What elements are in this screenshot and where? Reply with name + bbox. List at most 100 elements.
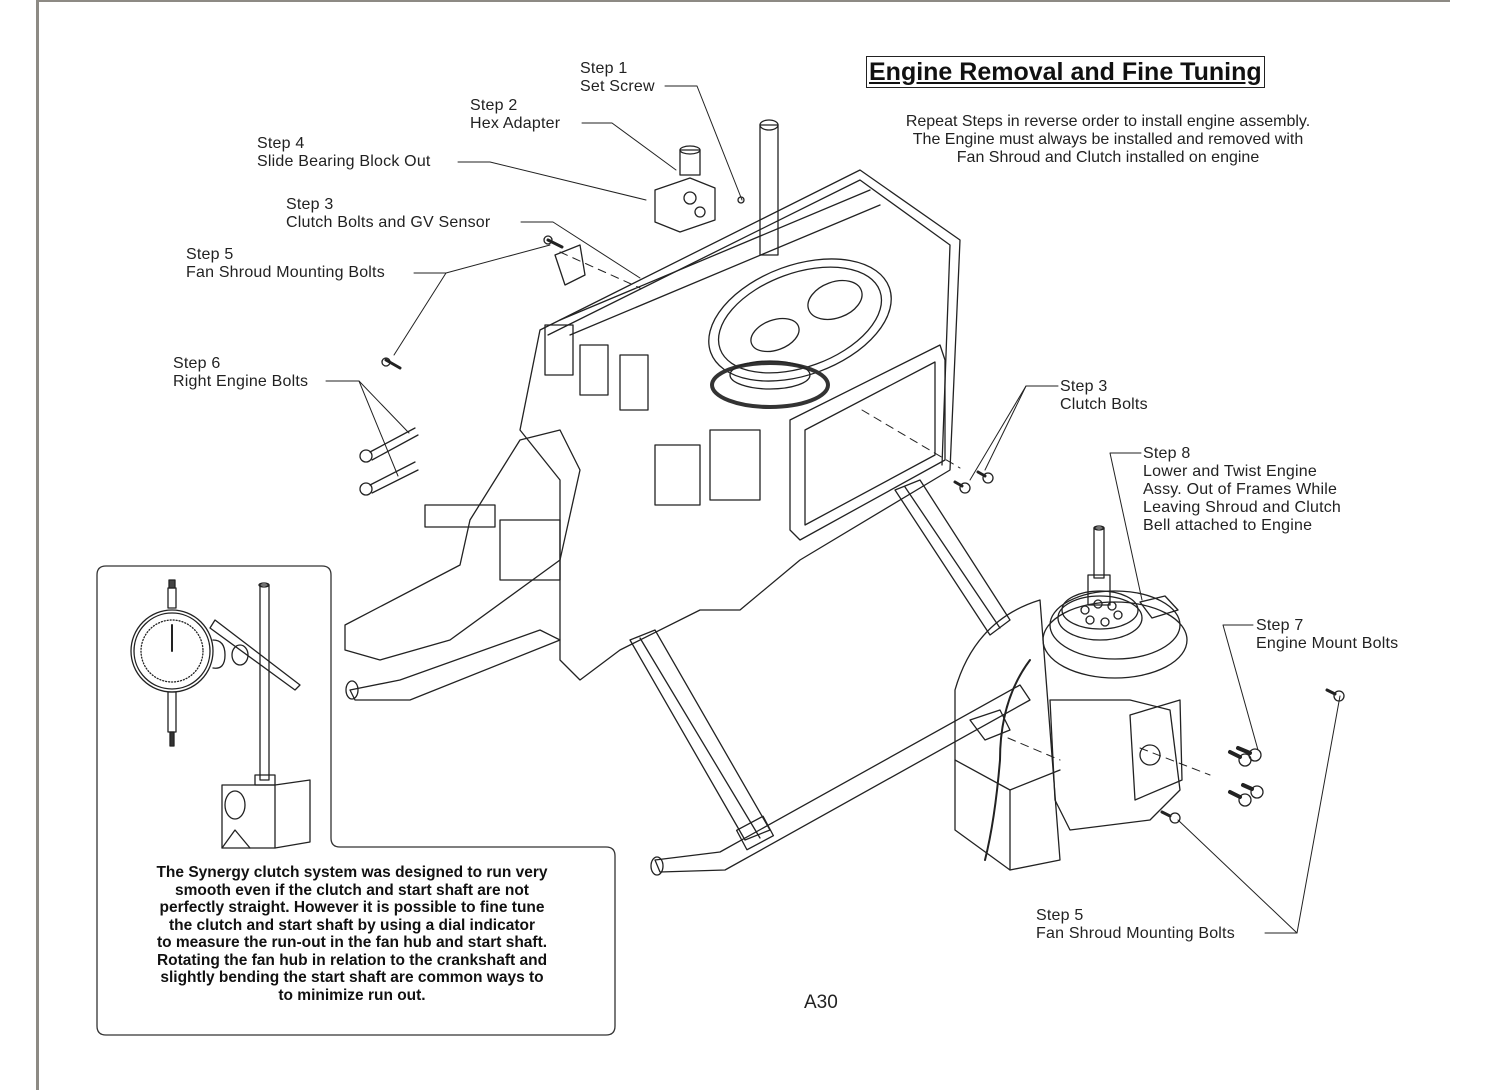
leader-step5b-b — [1296, 695, 1341, 934]
page-left-border — [36, 0, 39, 1090]
clutch-bell — [1057, 595, 1143, 641]
fuel-tank — [789, 344, 946, 541]
landing-skid-front — [349, 629, 561, 701]
callout-step-number: Step 8 — [1143, 445, 1191, 462]
hex-adapter — [679, 149, 701, 176]
callout-step-number: Step 4 — [257, 135, 305, 152]
magnetic-base — [209, 582, 311, 849]
cooling-fan — [1042, 601, 1188, 679]
engine-mount-plate — [1129, 699, 1183, 801]
note-line: to measure the run-out in the fan hub an… — [156, 934, 548, 951]
callout-description: Fan Shroud Mounting Bolts — [186, 264, 385, 281]
landing-strut-rear — [894, 479, 1011, 636]
fan-shroud — [954, 599, 1061, 871]
inset-border — [96, 565, 616, 1036]
page-title: Engine Removal and Fine Tuning — [866, 56, 1265, 88]
note-line: perfectly straight. However it is possib… — [159, 899, 545, 916]
callout-description: Leaving Shroud and Clutch — [1143, 499, 1342, 516]
callout-step2: Step 2 Hex Adapter — [470, 97, 560, 133]
fine-tuning-note: The Synergy clutch system was designed t… — [112, 864, 592, 1004]
canopy-mount — [344, 429, 581, 661]
engine-block — [1049, 699, 1181, 831]
engine-illustration — [954, 525, 1188, 871]
note-line: smooth even if the clutch and start shaf… — [175, 881, 529, 899]
manual-page — [39, 2, 1450, 1090]
callout-step-number: Step 6 — [173, 355, 221, 372]
bolt-icon — [1228, 750, 1252, 767]
leader-step5a — [413, 244, 551, 274]
leader-step8 — [1109, 452, 1143, 601]
pinion — [1087, 574, 1111, 606]
bolt-icon — [953, 480, 971, 494]
note-line: the clutch and start shaft by using a di… — [168, 916, 536, 934]
callout-step7: Step 7 Engine Mount Bolts — [1256, 617, 1398, 653]
note-line: Rotating the fan hub in relation to the … — [156, 951, 548, 969]
callout-description: Hex Adapter — [470, 115, 561, 132]
landing-skid-rear — [654, 684, 1031, 873]
clutch-holes — [1080, 599, 1123, 627]
assembly-dashed-lines — [559, 251, 1211, 776]
leader-step5a-b — [393, 272, 447, 356]
leader-step3a — [520, 221, 641, 279]
callout-description: Lower and Twist Engine — [1143, 463, 1317, 480]
set-screw — [737, 196, 745, 204]
callout-description: Clutch Bolts — [1060, 396, 1148, 413]
callout-step8: Step 8 Lower and Twist Engine Assy. Out … — [1143, 445, 1341, 535]
note-line: slightly bending the start shaft are com… — [160, 969, 544, 986]
callout-step-number: Step 5 — [186, 246, 234, 263]
callout-step-number: Step 5 — [1036, 907, 1084, 924]
leader-step7 — [1222, 624, 1259, 751]
leader-step1 — [664, 85, 743, 201]
intro-line: Fan Shroud and Clutch installed on engin… — [956, 149, 1260, 166]
note-line: to minimize run out. — [278, 986, 426, 1004]
bearing-block — [654, 177, 716, 233]
callout-step3-gv: Step 3 Clutch Bolts and GV Sensor — [286, 196, 490, 232]
dial-indicator — [130, 579, 249, 747]
leader-step2 — [581, 122, 677, 171]
leader-step3b-b — [969, 385, 1027, 481]
callout-description: Fan Shroud Mounting Bolts — [1036, 925, 1235, 942]
note-line: The Synergy clutch system was designed t… — [156, 864, 548, 881]
bolt-icon — [381, 357, 402, 370]
callout-description: Bell attached to Engine — [1143, 517, 1313, 534]
landing-strut-front — [629, 629, 771, 841]
callout-description: Clutch Bolts and GV Sensor — [286, 214, 491, 231]
bolt-icon — [1325, 688, 1345, 702]
callout-description: Assy. Out of Frames While — [1143, 481, 1338, 498]
inset-note-box — [96, 565, 616, 1036]
bolt-icon — [359, 461, 419, 496]
leader-step4 — [457, 161, 647, 201]
callout-description: Set Screw — [580, 78, 655, 95]
intro-line: The Engine must always be installed and … — [912, 131, 1304, 148]
main-frame-illustration — [344, 119, 1031, 876]
leader-step6-b — [358, 380, 399, 477]
bolt-icon — [543, 235, 564, 249]
bolt-icon — [359, 427, 419, 463]
callout-step-number: Step 7 — [1256, 617, 1304, 634]
side-frame-plate — [519, 169, 961, 681]
callout-description: Engine Mount Bolts — [1256, 635, 1399, 652]
leader-step6 — [325, 380, 410, 434]
start-shaft — [1093, 527, 1105, 579]
callout-step-number: Step 1 — [580, 60, 628, 77]
top-rail — [559, 189, 881, 336]
callout-step5-frame: Step 5 Fan Shroud Mounting Bolts — [186, 246, 385, 282]
loose-parts — [359, 145, 1345, 824]
page-top-border — [36, 0, 1450, 2]
main-shaft — [759, 124, 779, 256]
callout-description: Slide Bearing Block Out — [257, 153, 431, 170]
callout-step-number: Step 2 — [470, 97, 518, 114]
callout-step3-clutch: Step 3 Clutch Bolts — [1060, 378, 1148, 414]
bolt-icon — [1228, 790, 1252, 807]
page-number: A30 — [804, 992, 838, 1013]
bolt-icon — [976, 470, 994, 484]
callout-step5-engine: Step 5 Fan Shroud Mounting Bolts — [1036, 907, 1235, 943]
leader-step3b — [984, 385, 1059, 471]
gv-sensor — [554, 244, 586, 286]
bevel-gear — [710, 361, 830, 409]
callout-description: Right Engine Bolts — [173, 373, 309, 390]
intro-line: Repeat Steps in reverse order to install… — [905, 113, 1311, 130]
bolt-icon — [1241, 783, 1264, 799]
callout-step1: Step 1 Set Screw — [580, 60, 655, 96]
callout-step4: Step 4 Slide Bearing Block Out — [257, 135, 431, 171]
